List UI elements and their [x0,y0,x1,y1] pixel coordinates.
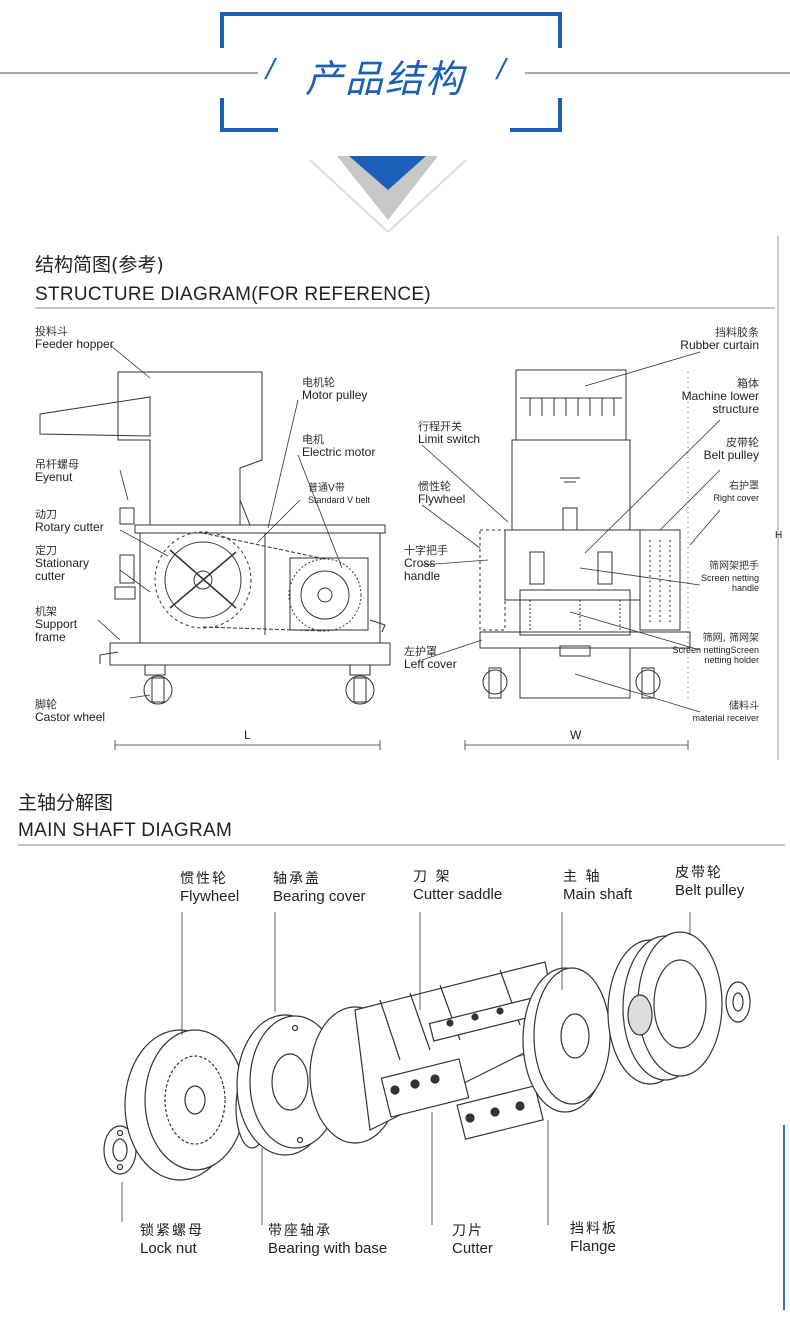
belt-pulley-part [607,931,723,1085]
structure-drawing [35,236,779,760]
dimension-height: H [775,530,783,541]
structure-title-en: STRUCTURE DIAGRAM(FOR REFERENCE) [35,284,431,305]
dimension-lines [114,372,689,750]
structure-leaders [97,344,721,713]
end-nut-part [725,981,751,1023]
page-title: 产品结构 [305,57,466,101]
shaft-title-en: MAIN SHAFT DIAGRAM [18,820,233,841]
front-view-machine [479,369,691,699]
flange-part [522,967,611,1113]
side-view-machine [39,371,391,705]
header-slash-left: / [266,54,275,84]
flywheel-part [124,1029,246,1181]
header-frame [0,12,790,233]
shaft-leaders [121,912,691,1225]
dimension-width: W [570,728,582,742]
header-slash-right: / [497,54,506,84]
cutter-saddle-part [309,961,561,1144]
shaft-title-zh: 主轴分解图 [18,792,114,814]
dimension-length: L [244,728,251,742]
structure-title-zh: 结构简图(参考) [35,254,164,276]
